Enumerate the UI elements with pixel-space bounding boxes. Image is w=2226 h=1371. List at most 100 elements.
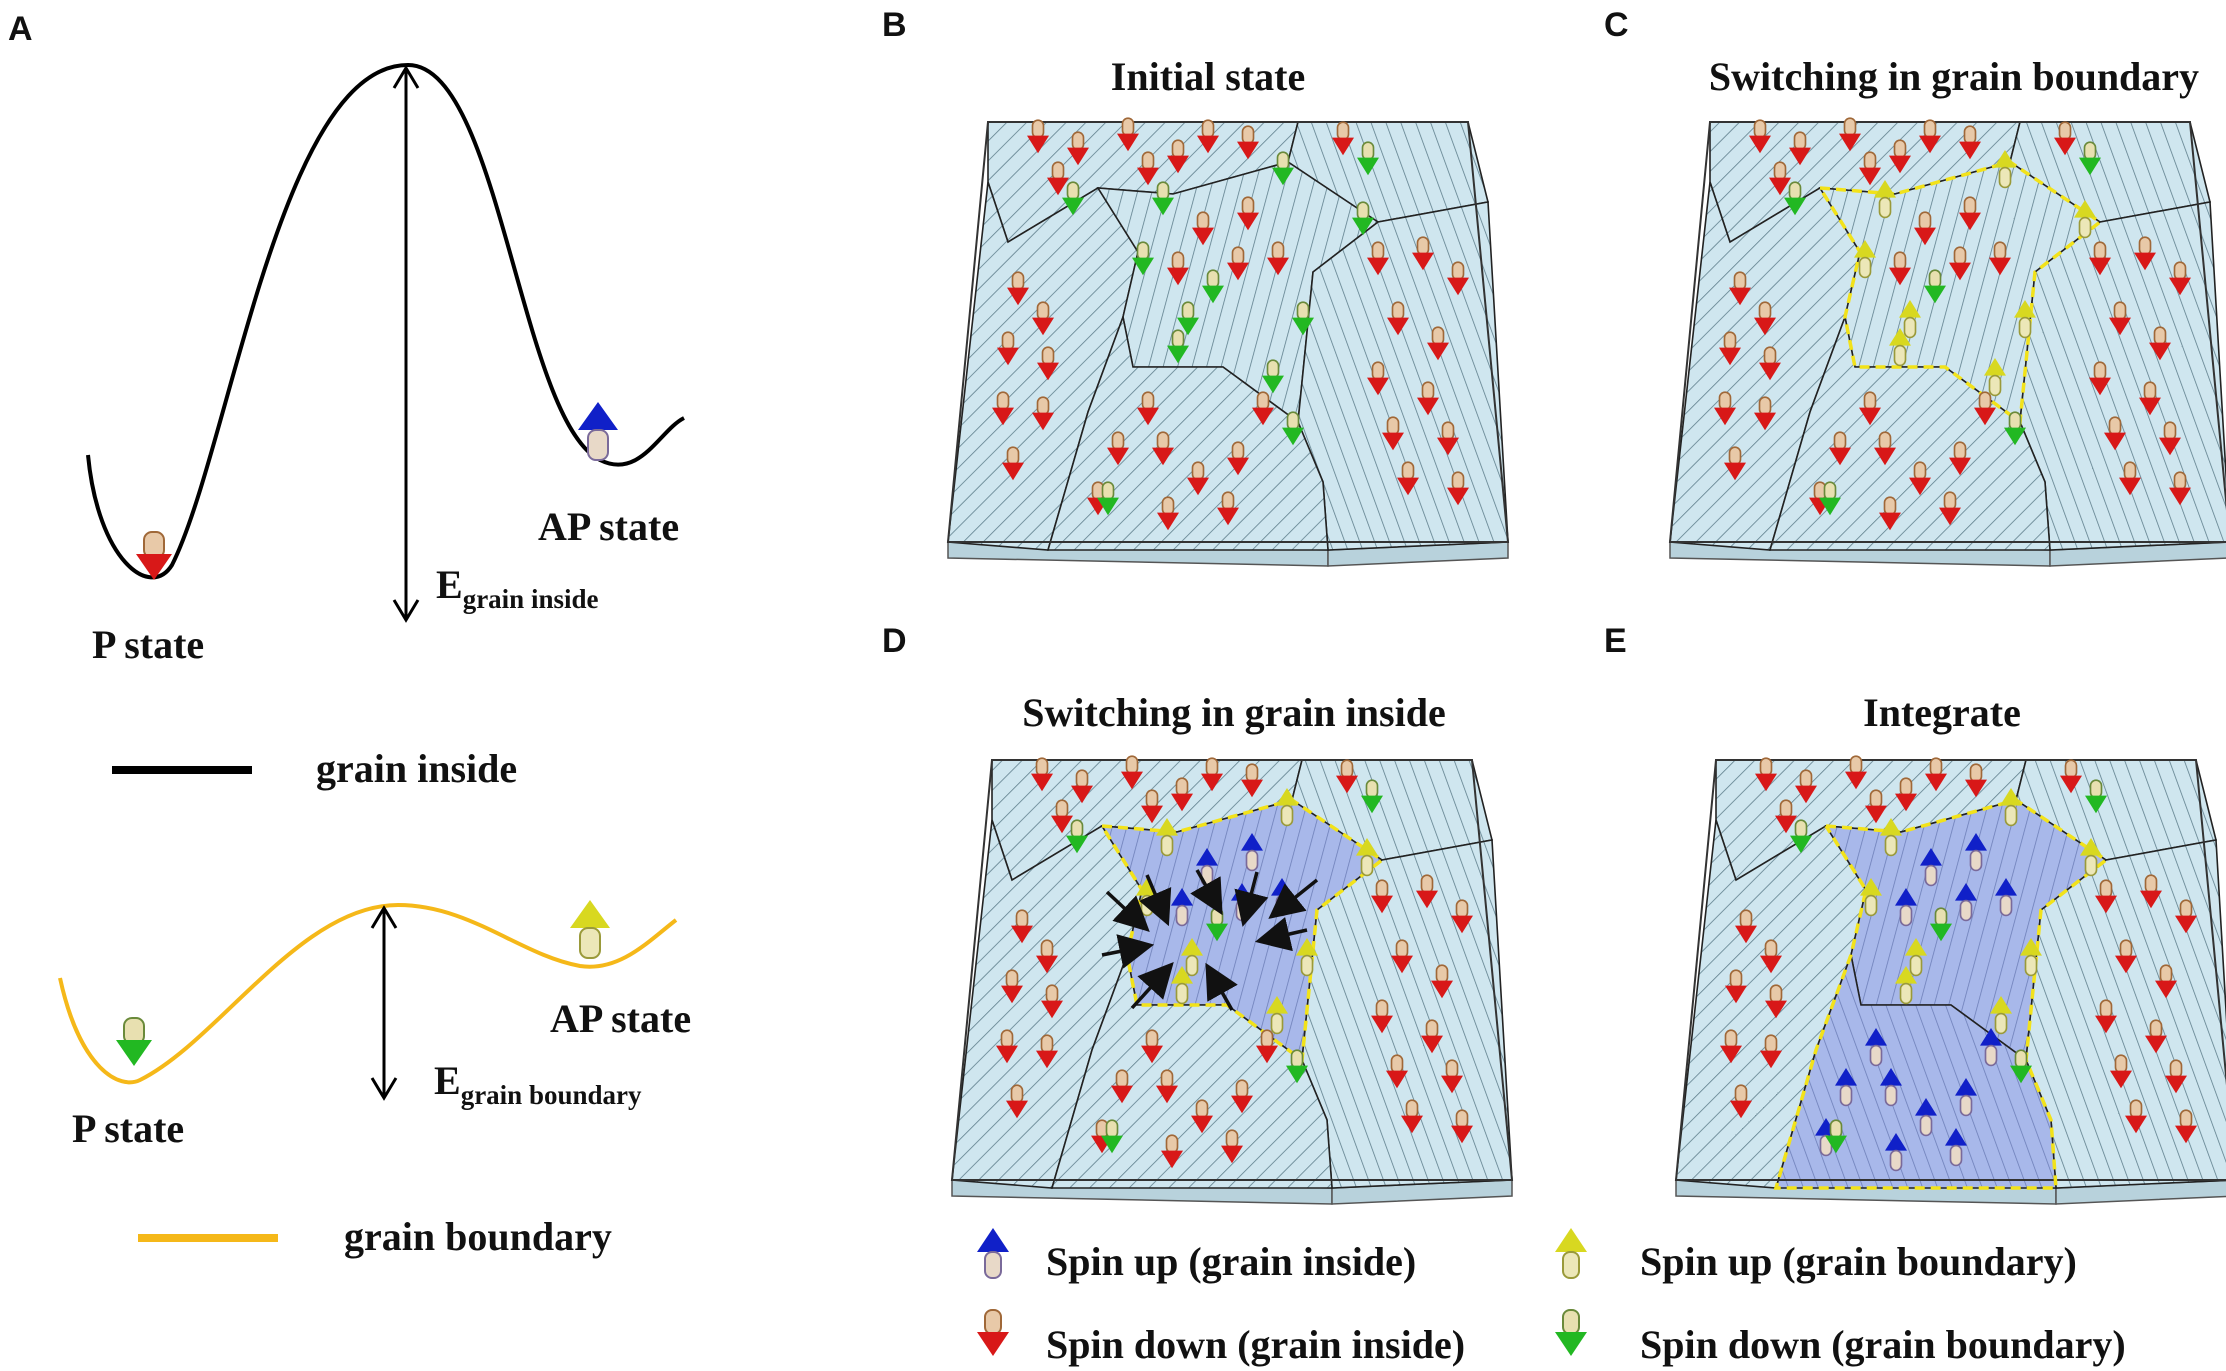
legend-text-spin-down-boundary: Spin down (grain boundary): [1640, 1322, 2126, 1367]
spin-down-boundary-icon: [1819, 481, 1841, 516]
spin-down-inside-icon: [1730, 1084, 1752, 1119]
spin-down-inside-icon: [1237, 125, 1259, 160]
spin-up-inside-icon: [1835, 1068, 1857, 1107]
spin-down-inside-icon: [2175, 899, 2197, 934]
spin-down-inside-icon: [1925, 757, 1947, 792]
spin-down-inside-icon: [1965, 763, 1987, 798]
spin-down-inside-icon: [1167, 139, 1189, 174]
panel-title-d: Switching in grain inside: [1022, 690, 1445, 735]
spin-up-inside-icon: [1895, 888, 1917, 927]
spin-down-inside-icon: [996, 1029, 1018, 1064]
spin-down-boundary-icon: [1292, 301, 1314, 336]
spin-down-inside-icon: [1187, 461, 1209, 496]
spin-down-inside-icon: [2110, 1054, 2132, 1089]
spin-down-inside-icon: [992, 391, 1014, 426]
energy-barrier-arrow-inside: [392, 65, 420, 623]
spin-down-boundary-icon: [1272, 151, 1294, 186]
legend-text-spin-up-inside: Spin up (grain inside): [1046, 1239, 1416, 1284]
spin-down-inside-icon: [1839, 117, 1861, 152]
p-state-label-boundary: P state: [72, 1106, 184, 1151]
spin-down-inside-icon: [1036, 939, 1058, 974]
spin-down-inside-icon: [1107, 431, 1129, 466]
convergence-arrow: [1130, 962, 1174, 1010]
spin-down-inside-icon: [1152, 431, 1174, 466]
spin-down-boundary-icon: [1784, 181, 1806, 216]
spin-down-boundary-icon: [1924, 269, 1946, 304]
spin-up-boundary-icon: [2074, 200, 2096, 239]
spin-up-boundary-icon: [570, 900, 610, 959]
tile-top-outline: [1668, 121, 2226, 543]
tile-top-outline: [1674, 759, 2226, 1181]
convergence-arrow: [1101, 934, 1155, 969]
spin-down-inside-icon: [1789, 131, 1811, 166]
spin-down-inside-icon: [1252, 391, 1274, 426]
convergence-arrow: [1205, 962, 1238, 1011]
spin-up-boundary-icon: [1990, 996, 2012, 1035]
spin-up-boundary-icon: [1276, 788, 1298, 827]
spin-down-inside-icon: [1141, 1029, 1163, 1064]
spin-down-inside-icon: [1117, 117, 1139, 152]
spin-down-inside-icon: [1071, 769, 1093, 804]
spin-down-boundary-icon: [116, 1017, 152, 1066]
panel-letter-c: C: [1604, 6, 1629, 44]
spin-down-boundary-icon: [1152, 181, 1174, 216]
spin-down-inside-icon: [2109, 301, 2131, 336]
spin-down-inside-icon: [1051, 799, 1073, 834]
spin-down-boundary-icon: [1352, 201, 1374, 236]
spin-down-inside-icon: [1002, 446, 1024, 481]
spin-up-boundary-icon: [1905, 938, 1927, 977]
spin-down-inside-icon: [1036, 1034, 1058, 1069]
spin-down-inside-icon: [1919, 119, 1941, 154]
spin-down-inside-icon: [2134, 236, 2156, 271]
spin-down-inside-icon: [2149, 326, 2171, 361]
spin-down-inside-icon: [136, 531, 172, 580]
spin-down-inside-icon: [1191, 1099, 1213, 1134]
spin-down-inside-icon: [1006, 1084, 1028, 1119]
spin-down-inside-icon: [1227, 441, 1249, 476]
spin-down-inside-icon: [1171, 777, 1193, 812]
spin-up-boundary-icon: [1994, 150, 2016, 189]
spin-down-inside-icon: [2115, 939, 2137, 974]
spin-up-boundary-icon: [1181, 938, 1203, 977]
convergence-arrow: [1139, 874, 1172, 927]
spin-down-boundary-icon: [1066, 819, 1088, 854]
spin-down-inside-icon: [1959, 196, 1981, 231]
convergence-arrow: [1105, 890, 1150, 932]
spin-down-boundary-icon: [1282, 411, 1304, 446]
spin-down-inside-icon: [1027, 119, 1049, 154]
spin-down-inside-icon: [1001, 969, 1023, 1004]
spin-down-inside-icon: [1889, 251, 1911, 286]
spin-down-inside-icon: [2060, 759, 2082, 794]
spin-up-inside-icon: [1171, 888, 1193, 927]
grain-boundary-energy-curve: [58, 902, 678, 1085]
spin-down-inside-icon: [1989, 241, 2011, 276]
spin-down-inside-icon: [1231, 1079, 1253, 1114]
energy-barrier-arrow-boundary: [370, 905, 398, 1101]
spin-down-inside-icon: [1447, 471, 1469, 506]
spin-down-inside-icon: [2119, 461, 2141, 496]
spin-down-boundary-icon: [1790, 819, 1812, 854]
spin-down-inside-icon: [1735, 909, 1757, 944]
spin-down-inside-icon: [1431, 964, 1453, 999]
spin-down-inside-icon: [2155, 964, 2177, 999]
panel-letter-e: E: [1604, 622, 1627, 660]
spin-down-inside-icon: [1765, 984, 1787, 1019]
spin-up-inside-icon: [1241, 833, 1263, 872]
spin-up-boundary-icon: [2080, 838, 2102, 877]
spin-down-boundary-icon: [2004, 411, 2026, 446]
spin-legend: Spin up (grain inside) Spin down (grain …: [977, 1228, 2126, 1367]
spin-down-inside-icon: [1237, 196, 1259, 231]
spin-down-inside-icon: [1161, 1134, 1183, 1169]
legend-text-grain-inside: grain inside: [316, 746, 517, 791]
spin-down-inside-icon: [1859, 391, 1881, 426]
e-grain-boundary-symbol: Egrain boundary: [434, 1058, 642, 1110]
spin-down-boundary-icon: [1202, 269, 1224, 304]
spin-down-inside-icon: [1367, 361, 1389, 396]
spin-down-inside-icon: [1397, 461, 1419, 496]
spin-down-inside-icon: [1391, 939, 1413, 974]
spin-down-inside-icon: [1760, 1034, 1782, 1069]
spin-down-inside-icon: [1227, 246, 1249, 281]
panel-a: A P state AP state Egrain inside grain i…: [8, 10, 691, 1259]
spin-down-inside-icon: [1037, 346, 1059, 381]
